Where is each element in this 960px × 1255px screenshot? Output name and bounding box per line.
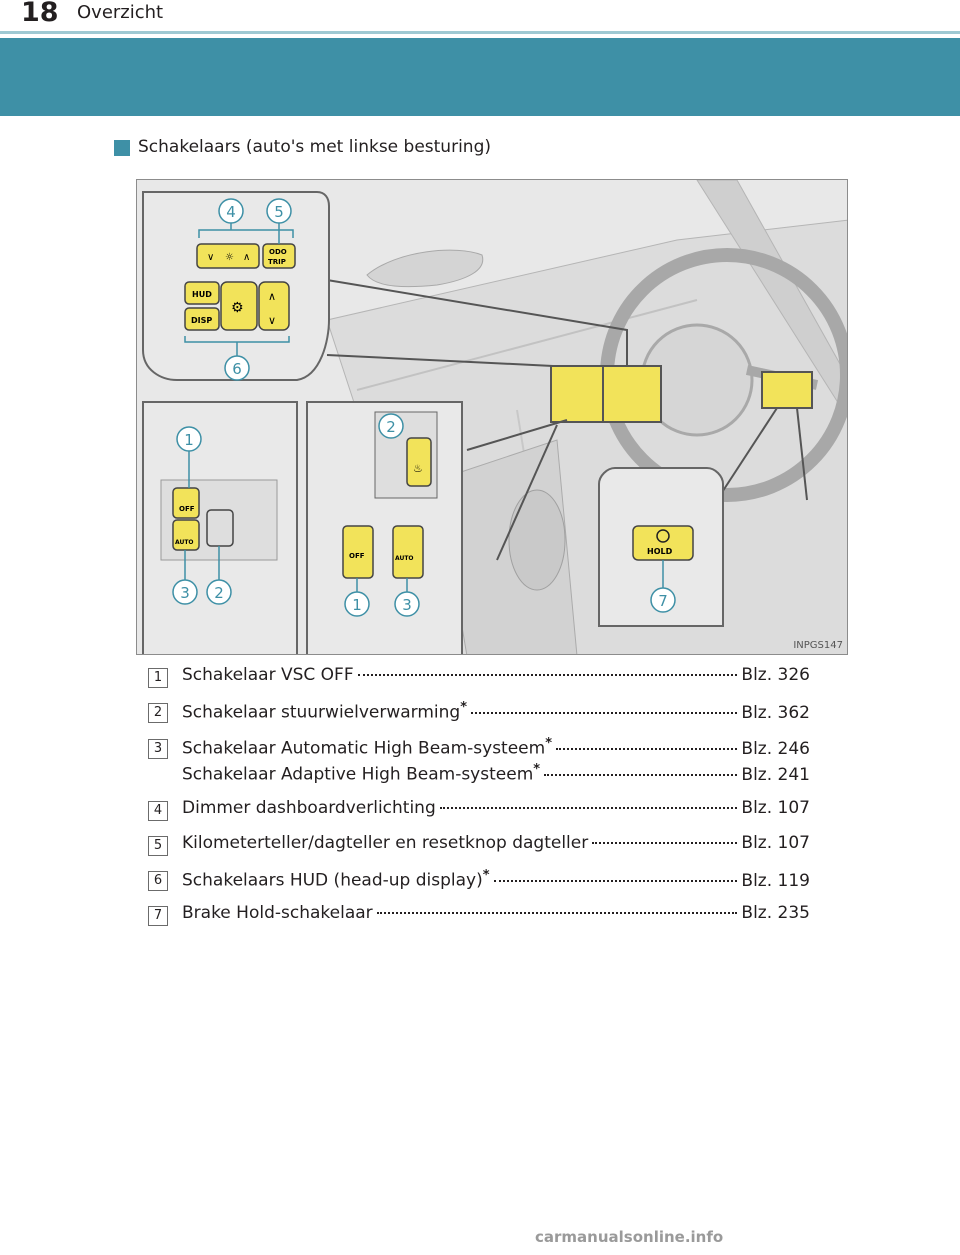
- vsc-off-label-1: OFF: [179, 505, 195, 513]
- odo-label: ODO: [269, 248, 287, 256]
- dot-leader: [440, 807, 738, 809]
- item-number: 7: [148, 906, 168, 926]
- page-reference[interactable]: Blz. 119: [741, 871, 810, 891]
- item-number: 5: [148, 836, 168, 856]
- list-item: 7 Brake Hold-schakelaar Blz. 235: [148, 903, 828, 933]
- callout-3-left-text: 3: [180, 584, 190, 602]
- footnote-star: *: [460, 700, 467, 715]
- callout-4-text: 4: [226, 203, 236, 221]
- trip-label: TRIP: [268, 258, 286, 266]
- page-title: Overzicht: [77, 2, 163, 23]
- page-reference[interactable]: Blz. 107: [741, 833, 810, 853]
- dot-leader: [358, 674, 738, 676]
- page-reference[interactable]: Blz. 362: [741, 703, 810, 723]
- callout-2-center-text: 2: [386, 418, 396, 436]
- disp-label: DISP: [191, 316, 212, 325]
- callout-7-text: 7: [658, 592, 668, 610]
- page-reference[interactable]: Blz. 246: [741, 739, 810, 759]
- item-label: Schakelaar Automatic High Beam-systeem: [182, 739, 545, 759]
- callout-4: 4: [219, 199, 243, 223]
- page-reference[interactable]: Blz. 235: [741, 903, 810, 923]
- auto-label-1: AUTO: [175, 539, 194, 546]
- item-number: 1: [148, 668, 168, 688]
- item-label: Schakelaars HUD (head-up display): [182, 871, 483, 891]
- callout-5-text: 5: [274, 203, 284, 221]
- hold-label: HOLD: [647, 547, 673, 556]
- list-item: 3 Schakelaar Automatic High Beam-systeem…: [148, 736, 828, 794]
- dot-leader: [377, 912, 738, 914]
- page-reference[interactable]: Blz. 107: [741, 798, 810, 818]
- callout-1-left: 1: [177, 427, 201, 451]
- watermark: carmanualsonline.info: [535, 1228, 723, 1246]
- dot-leader: [494, 880, 738, 882]
- hud-label: HUD: [192, 290, 212, 299]
- callout-6-text: 6: [232, 360, 242, 378]
- callout-1-center-text: 1: [352, 596, 362, 614]
- item-number: 6: [148, 871, 168, 891]
- svg-text:♨: ♨: [413, 462, 423, 475]
- dot-leader: [556, 748, 737, 750]
- page-header: 18 Overzicht: [0, 0, 960, 32]
- page-number: 18: [21, 0, 59, 28]
- image-code: INPGS147: [793, 640, 843, 651]
- auto-label-2: AUTO: [395, 555, 414, 562]
- item-number: 3: [148, 739, 168, 759]
- callout-2-left-text: 2: [214, 584, 224, 602]
- callout-2-left: 2: [207, 580, 231, 604]
- callout-1-center: 1: [345, 592, 369, 616]
- list-item: 2 Schakelaar stuurwielverwarming* Blz. 3…: [148, 700, 828, 730]
- dot-leader: [544, 774, 737, 776]
- svg-text:☼: ☼: [225, 252, 234, 263]
- page-reference[interactable]: Blz. 326: [741, 665, 810, 685]
- section-marker: [114, 140, 130, 156]
- svg-text:∨: ∨: [207, 252, 214, 263]
- item-label: Kilometerteller/dagteller en resetknop d…: [182, 833, 588, 853]
- dot-leader: [471, 712, 737, 714]
- svg-text:∨: ∨: [268, 314, 276, 327]
- callout-7: 7: [651, 588, 675, 612]
- svg-text:∧: ∧: [268, 290, 276, 303]
- list-item: 5 Kilometerteller/dagteller en resetknop…: [148, 833, 828, 863]
- switches-illustration: ∨ ☼ ∧ ODO TRIP HUD DISP ⚙ ∧ ∨ OFF AUTO: [136, 179, 848, 655]
- callout-1-left-text: 1: [184, 431, 194, 449]
- callout-2-center: 2: [379, 414, 403, 438]
- footnote-star: *: [545, 736, 552, 751]
- callout-3-center-text: 3: [402, 596, 412, 614]
- list-item: 6 Schakelaars HUD (head-up display)* Blz…: [148, 868, 828, 898]
- callout-5: 5: [267, 199, 291, 223]
- callout-3-left: 3: [173, 580, 197, 604]
- item-number: 4: [148, 801, 168, 821]
- header-rule: [0, 31, 960, 34]
- item-label: Schakelaar VSC OFF: [182, 665, 354, 685]
- list-item: 1 Schakelaar VSC OFF Blz. 326: [148, 665, 828, 695]
- item-label: Dimmer dashboardverlichting: [182, 798, 436, 818]
- item-label: Schakelaar stuurwielverwarming: [182, 703, 460, 723]
- dot-leader: [592, 842, 737, 844]
- vsc-off-label-2: OFF: [349, 552, 365, 560]
- callout-6: 6: [225, 356, 249, 380]
- list-item: 4 Dimmer dashboardverlichting Blz. 107: [148, 798, 828, 828]
- footnote-star: *: [483, 868, 490, 883]
- item-number: 2: [148, 703, 168, 723]
- section-title: Schakelaars (auto's met linkse besturing…: [138, 137, 491, 157]
- callout-3-center: 3: [395, 592, 419, 616]
- page-reference[interactable]: Blz. 241: [741, 765, 810, 785]
- header-band: [0, 38, 960, 116]
- svg-text:⚙: ⚙: [231, 300, 244, 316]
- illustration-svg: ∨ ☼ ∧ ODO TRIP HUD DISP ⚙ ∧ ∨ OFF AUTO: [137, 180, 848, 655]
- footnote-star: *: [533, 762, 540, 777]
- item-label: Brake Hold-schakelaar: [182, 903, 373, 923]
- item-label-secondary: Schakelaar Adaptive High Beam-systeem: [182, 765, 533, 785]
- svg-text:∧: ∧: [243, 252, 250, 263]
